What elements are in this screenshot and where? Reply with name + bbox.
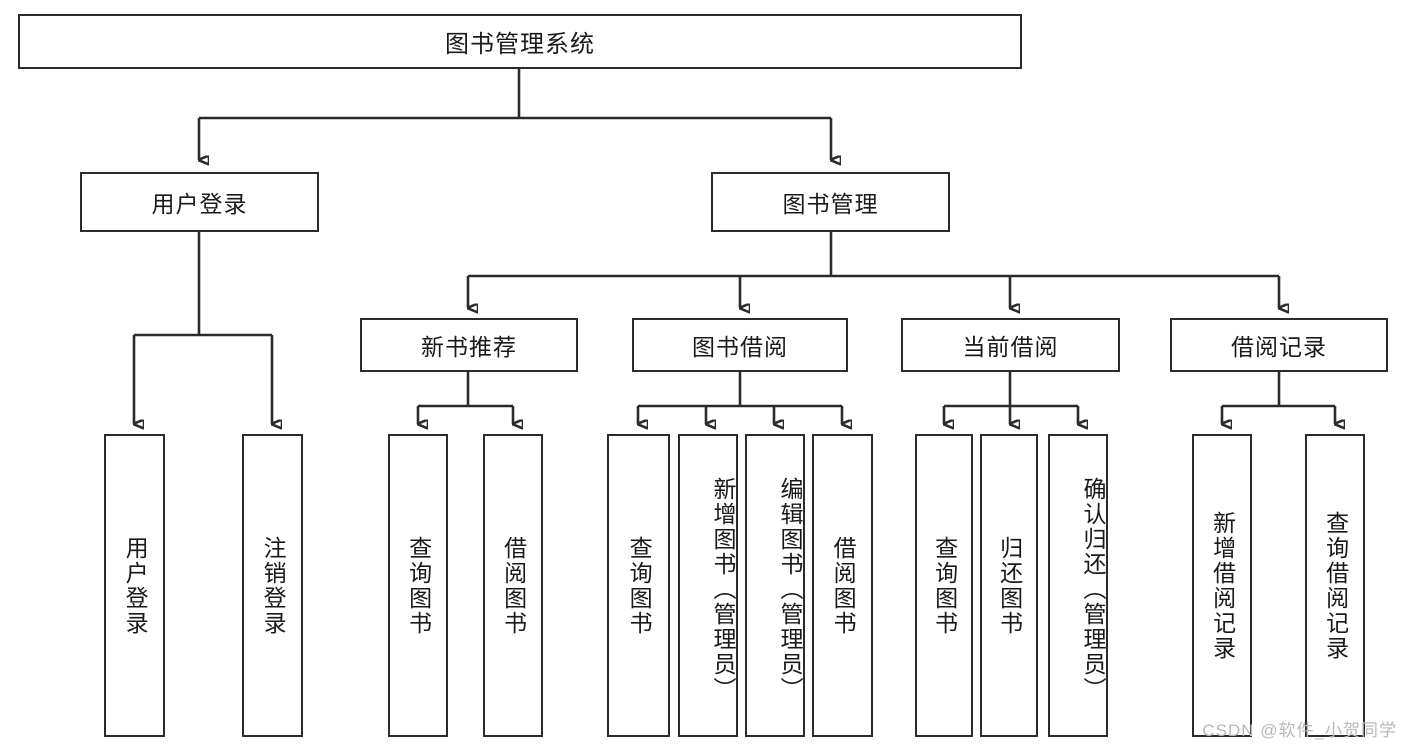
node-root-system[interactable]: 图书管理系统 (18, 14, 1022, 69)
leaf-query-borrow-record[interactable]: 查询借阅记录 (1305, 434, 1365, 737)
leaf-return-book[interactable]: 归还图书 (980, 434, 1038, 737)
leaf-add-borrow-record[interactable]: 新增借阅记录 (1192, 434, 1252, 737)
leaf-query-book-borrow[interactable]: 查询图书 (607, 434, 670, 737)
node-borrow-record[interactable]: 借阅记录 (1170, 318, 1388, 372)
leaf-confirm-return[interactable]: 确认归还（管理员） (1048, 434, 1108, 737)
leaf-borrow-book-recommend[interactable]: 借阅图书 (483, 434, 543, 737)
leaf-query-book-current[interactable]: 查询图书 (915, 434, 973, 737)
leaf-user-login[interactable]: 用户登录 (104, 434, 165, 737)
node-book-borrow[interactable]: 图书借阅 (632, 318, 848, 372)
leaf-logout[interactable]: 注销登录 (242, 434, 303, 737)
node-book-manage[interactable]: 图书管理 (711, 172, 950, 232)
leaf-edit-book[interactable]: 编辑图书（管理员） (745, 434, 805, 737)
node-new-book-recommend[interactable]: 新书推荐 (360, 318, 578, 372)
node-user-login[interactable]: 用户登录 (80, 172, 319, 232)
leaf-query-book-recommend[interactable]: 查询图书 (388, 434, 448, 737)
leaf-borrow-book[interactable]: 借阅图书 (812, 434, 873, 737)
node-current-borrow[interactable]: 当前借阅 (901, 318, 1120, 372)
leaf-add-book[interactable]: 新增图书（管理员） (678, 434, 738, 737)
